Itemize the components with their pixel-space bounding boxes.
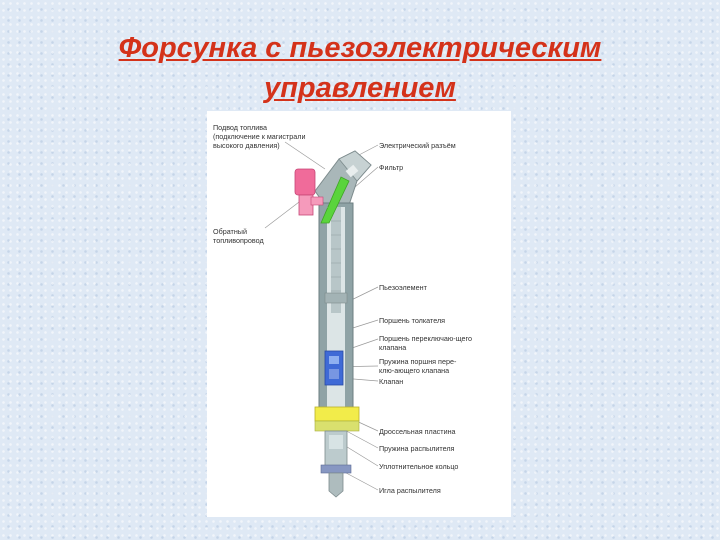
label-piezo: Пьезоэлемент bbox=[379, 283, 427, 292]
label-nozzle-needle: Игла распылителя bbox=[379, 486, 441, 495]
label-connector: Электрический разъём bbox=[379, 141, 456, 150]
slide-title-line-1: Форсунка с пьезоэлектрическим bbox=[118, 32, 602, 64]
throttle-plate bbox=[314, 406, 360, 422]
label-throttle-plate: Дроссельная пластина bbox=[379, 427, 456, 436]
label-pusher-piston: Поршень толкателя bbox=[379, 316, 446, 325]
slide-title-line-2: управлением bbox=[264, 72, 456, 104]
piezo-stack-layers bbox=[331, 220, 341, 292]
label-nozzle-spring: Пружина распылителя bbox=[379, 444, 455, 453]
nozzle-spring bbox=[329, 435, 343, 449]
injector-cutaway-illustration bbox=[264, 141, 379, 498]
injector-diagram: Подвод топлива (подключение к магистрали… bbox=[207, 111, 511, 517]
pusher-piston bbox=[324, 292, 348, 304]
slide-title: Форсунка с пьезоэлектрическим управление… bbox=[60, 28, 660, 108]
label-switch-valve-piston: Поршень переключаю-щего клапана bbox=[379, 334, 472, 352]
label-switch-valve-spring: Пружина поршня пере- клю-ающего клапана bbox=[379, 357, 457, 375]
switch-valve bbox=[324, 350, 344, 386]
filter bbox=[320, 176, 350, 224]
label-return-line: Обратный топливопровод bbox=[213, 227, 264, 245]
label-filter: Фильтр bbox=[379, 163, 404, 172]
label-seal-ring: Уплотнительное кольцо bbox=[379, 462, 459, 471]
label-fuel-inlet: Подвод топлива (подключение к магистрали… bbox=[213, 123, 306, 150]
fuel-inlet bbox=[294, 168, 324, 216]
piezo-stack bbox=[331, 207, 341, 313]
nozzle-needle bbox=[328, 472, 344, 498]
label-valve: Клапан bbox=[379, 377, 404, 386]
seal-ring bbox=[320, 464, 352, 474]
lower-housing bbox=[314, 420, 360, 432]
